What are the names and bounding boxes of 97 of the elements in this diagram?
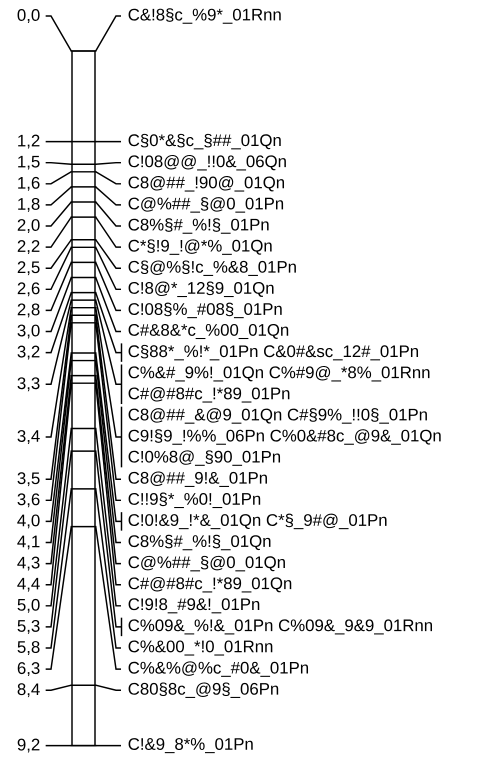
marker-label: C%09&_%!&_01Pn C%09&_9&9_01Rnn — [128, 619, 432, 634]
position-label: 5,0 — [18, 598, 40, 613]
leader-line — [95, 300, 121, 385]
leader-line — [95, 315, 121, 480]
position-label: 3,2 — [18, 346, 40, 360]
leader-line — [95, 15, 121, 52]
position-label: 4,3 — [17, 556, 40, 571]
position-label: 5,8 — [18, 641, 40, 655]
leader-line — [96, 684, 121, 691]
leader-line — [46, 140, 72, 142]
marker-label: C8@##_&@9_01Qn C#§9%_!!0§_01Pn C9!§9_!%%_06Pn C%0&#8c_@9&_01Qn C!0%8@_§90_01Pn — [128, 408, 441, 466]
leader-line — [46, 216, 72, 248]
marker-label: C8@##_!90@_01Qn — [128, 176, 284, 192]
leader-line — [95, 239, 121, 269]
leader-line — [96, 140, 121, 142]
marker-label: C!&9_8*%_01Pn — [128, 738, 253, 754]
position-label: 1,5 — [18, 156, 40, 170]
leader-line — [95, 216, 121, 248]
position-label: 4,1 — [17, 536, 40, 550]
leader-line — [46, 451, 72, 628]
leader-line — [95, 202, 121, 227]
position-label: 5,3 — [18, 620, 40, 634]
marker-label: C@%##_§@0_01Qn — [128, 556, 285, 572]
leader-line — [46, 315, 72, 480]
leader-line — [95, 186, 121, 206]
leader-line — [95, 262, 121, 312]
position-label: 0,0 — [18, 9, 40, 23]
position-label: 4,0 — [17, 514, 40, 528]
leader-line — [46, 171, 72, 185]
position-label: 1,8 — [18, 198, 40, 212]
leader-line — [96, 744, 121, 746]
leader-line — [46, 322, 72, 502]
position-label: 4,4 — [17, 578, 40, 592]
marker-label: C%&00_*!0_01Rnn — [128, 640, 272, 656]
leader-line — [95, 526, 121, 670]
leader-line — [95, 451, 121, 628]
position-label: 2,8 — [18, 303, 40, 318]
leader-line — [46, 744, 72, 746]
marker-label: C#@#8#c_!*89_01Qn — [128, 576, 292, 592]
marker-label: C#&8&*c_%00_01Qn — [128, 324, 288, 340]
marker-label: C%&%@%c_#0&_01Pn — [128, 661, 308, 677]
leader-line — [95, 428, 121, 607]
leader-line — [46, 239, 72, 269]
marker-label: C!0!&9_!*&_01Qn C*§_9#@_01Pn — [128, 514, 386, 530]
leader-line — [46, 684, 72, 691]
position-label: 9,2 — [18, 738, 40, 753]
chromosome-bar — [70, 50, 96, 746]
position-label: 6,3 — [18, 662, 40, 676]
marker-label: C@%##_§@0_01Pn — [128, 197, 284, 213]
position-label: 2,2 — [18, 240, 40, 254]
leader-line — [46, 488, 72, 649]
leader-line — [46, 526, 72, 670]
marker-label: C!08§%_#08§_01Pn — [128, 302, 282, 318]
leader-line — [46, 246, 72, 290]
position-label: 2,0 — [18, 219, 40, 233]
leader-line — [46, 300, 72, 385]
leader-line — [95, 292, 121, 354]
leader-line — [46, 202, 72, 227]
leader-line — [46, 428, 72, 607]
marker-label: C8@##_9!&_01Pn — [128, 471, 267, 487]
leader-line — [95, 171, 121, 185]
marker-label: C!9!8_#9&!_01Pn — [128, 598, 260, 614]
position-label: 3,5 — [18, 472, 40, 486]
marker-label: C!!9§*_%0!_01Pn — [128, 492, 260, 508]
position-label: 1,6 — [18, 176, 40, 191]
leader-line — [95, 322, 121, 502]
leader-line — [95, 277, 121, 332]
leader-line — [46, 262, 72, 312]
position-label: 3,6 — [18, 493, 40, 508]
marker-label: C&!8§c_%9*_01Rnn — [128, 8, 281, 24]
leader-line — [46, 277, 72, 332]
leader-line — [95, 246, 121, 290]
marker-label: C*§!9_!@*%_01Qn — [128, 239, 272, 255]
leader-line — [46, 308, 72, 438]
position-label: 2,5 — [18, 261, 40, 276]
leader-line — [95, 488, 121, 649]
marker-label: C§@%§!c_%&8_01Pn — [128, 260, 296, 276]
marker-label: C§0*&§c_§##_01Qn — [128, 134, 281, 150]
leader-line — [46, 292, 72, 354]
leader-line — [46, 186, 72, 206]
leader-line — [46, 162, 72, 165]
position-label: 8,4 — [18, 683, 40, 698]
marker-label: C8%§#_%!§_01Qn — [128, 534, 270, 550]
marker-label: C%&#_9%!_01Qn C%#9@_*8%_01Rnn C#@#8#c_!*89_01Pn — [128, 366, 430, 403]
marker-label: C!08@@_!!0&_06Qn — [128, 154, 286, 170]
marker-label: C§88*_%!*_01Pn C&0#&sc_12#_01Pn — [128, 344, 418, 360]
marker-label: C8%§#_%!§_01Pn — [128, 218, 269, 234]
leader-line — [46, 15, 72, 52]
leader-line — [96, 162, 121, 165]
position-label: 3,0 — [18, 324, 40, 338]
marker-label: C!8@*_12§9_01Qn — [128, 282, 274, 298]
marker-label: C80§8c_@9§_06Pn — [128, 682, 278, 698]
position-label: 1,2 — [18, 134, 40, 149]
position-label: 3,3 — [18, 377, 40, 392]
leader-line — [95, 308, 121, 438]
position-label: 3,4 — [18, 430, 40, 444]
position-label: 2,6 — [18, 282, 40, 296]
